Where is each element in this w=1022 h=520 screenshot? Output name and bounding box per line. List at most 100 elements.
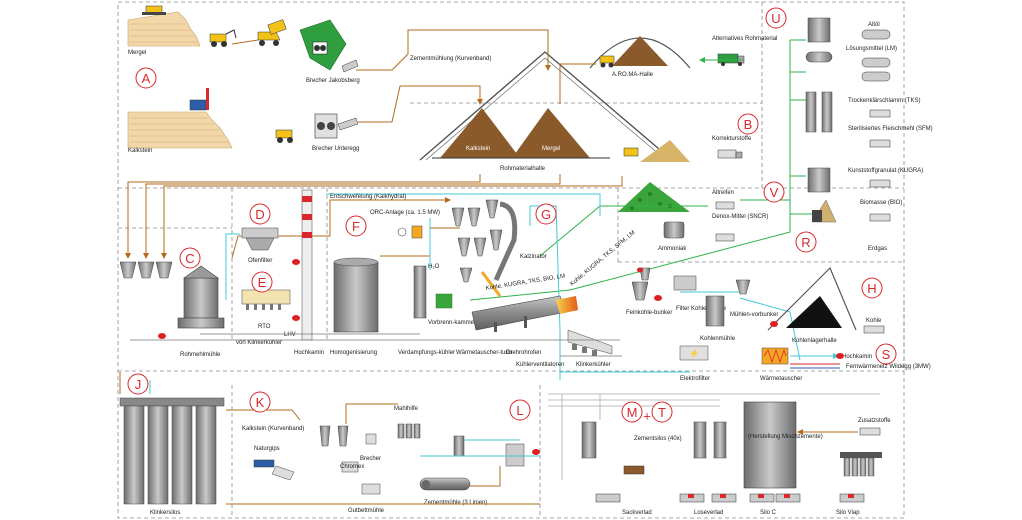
heat-point-markers: [158, 259, 844, 455]
klinkerkuehler: Kühlerventilatoren Klinkerkühler: [516, 329, 613, 368]
coal-section: Feinkohle-bunker Filter Kohlenmühle Kohl…: [626, 266, 885, 344]
raw-mill-hoppers: [119, 261, 173, 279]
zone-letter: L: [516, 403, 523, 418]
label-chromex: Chromex: [340, 464, 364, 470]
zone-letter: G: [541, 207, 551, 222]
label-klinkerkuehler: Klinkerkühler: [576, 362, 611, 368]
label-alternatives-rohmaterial: Alternatives Rohmaterial: [712, 36, 777, 42]
label-vorbrennkammer: Vorbrenn-kammer: [428, 320, 476, 326]
label-sackverlad: Sackverlad: [622, 510, 652, 516]
label-rohmehlmuehle: Rohmehlmühle: [180, 352, 221, 358]
label-verdampfungskuehler: Verdampfungs-kühler: [398, 350, 455, 356]
label-zementmuehlung: Zementmühlung (Kurvenband): [410, 56, 491, 62]
label-bin-kalkstein: Kalkstein: [466, 146, 490, 152]
zone-letter: B: [744, 117, 753, 132]
label-korrekturstoffe: Korrekturstoffe: [712, 136, 752, 142]
label-tks: Trockenklärschlamm (TKS): [848, 98, 920, 104]
zone-letter: H: [867, 281, 876, 296]
loader-icon: [209, 29, 237, 47]
label-kuehlerventilatoren: Kühlerventilatoren: [516, 362, 564, 368]
zone-letter: S: [882, 347, 891, 362]
label-waermetauscher: Wärmetauscher: [760, 376, 802, 382]
label-kugra: Kunststoffgranulat (KUGRA): [848, 168, 923, 174]
zone-marker-k: K: [249, 391, 271, 413]
district-heat-lines: [790, 353, 840, 369]
label-zusatzstoffe: Zusatzstoffe: [858, 418, 891, 424]
label-zementsilos: Zementsilos (40x): [634, 436, 682, 442]
label-hochkamin-s: Hochkamin: [842, 354, 872, 360]
crusher-unteregg-icon: [314, 113, 359, 139]
aroma-loader-icon: [599, 55, 615, 68]
label-von-klinkerkuehler: von Klinkerkühler: [236, 340, 282, 346]
label-muehlenvorbunker: Mühlen-vorbunker: [730, 312, 778, 318]
label-ofenfilter: Ofenfilter: [248, 258, 272, 264]
rotary-kiln: Drehrohrofen: [471, 295, 578, 356]
altreifen-pile: [618, 182, 690, 212]
vorbrennkammer: Vorbrenn-kammer: [428, 293, 476, 326]
truck-korrektur-icon: [717, 149, 743, 159]
cement-mill-section: Kalkstein (Kurvenband) Naturgips Brecher…: [242, 406, 525, 514]
label-fernwaermenetz: Fernwärmenetz Wildegg (3MW): [846, 364, 931, 370]
zone-letter: U: [771, 11, 780, 26]
zone-marker-r: R: [795, 231, 817, 253]
label-loesungsmittel: Lösungsmittel (LM): [846, 46, 897, 52]
label-fuel-line-2: Kohle, KUGRA, TKS, SFM, LM: [569, 230, 636, 288]
label-brecher: Brecher: [360, 456, 381, 462]
label-elektrofilter: Elektrofilter: [680, 376, 710, 382]
zone-letter: A: [142, 71, 151, 86]
zone-a-quarry: Mergel Brecher Jakobsberg Ka: [127, 5, 360, 154]
klinkersilos: Klinkersilos: [119, 397, 225, 516]
label-sfm: Sterilisiertes Fleischmehl (SFM): [848, 126, 933, 132]
truck-denox-icon: [715, 233, 735, 242]
label-loseverlad: Loseverlad: [694, 510, 723, 516]
zone-marker-g: G: [535, 203, 557, 225]
label-rto: RTO: [258, 324, 271, 330]
cyan-mill-lines: [420, 439, 540, 457]
zone-letter: T: [658, 405, 666, 420]
hochkamin-stack: Hochkamin: [294, 189, 324, 356]
zone-marker-j: J: [127, 373, 149, 395]
label-ammoniak: Ammoniak: [658, 246, 687, 252]
zone-marker-a: A: [135, 67, 157, 89]
brown-material-lines: [119, 29, 623, 394]
aroma-hall: A.RO.MA-Halle: [589, 36, 691, 78]
label-brecher-jakobsberg: Brecher Jakobsberg: [306, 78, 360, 84]
label-biomasse: Biomasse (BIO): [860, 200, 902, 206]
korrekturstoffe-pile: [623, 140, 690, 162]
label-kohlenlagerhalle: Kohlenlagerhalle: [792, 338, 837, 344]
brown-mill-lines: [226, 403, 540, 505]
wheel-loader-icon: [275, 129, 293, 143]
zone-marker-l: L: [509, 399, 531, 421]
waermetauscher: Wärmetauscher: [760, 347, 802, 382]
zone-letter: V: [770, 185, 779, 200]
label-brecher-unteregg: Brecher Unteregg: [312, 146, 359, 152]
orc-anlage: ORC-Anlage (ca. 1.5 MW): [370, 210, 440, 239]
label-kalkstein-kurvenband: Kalkstein (Kurvenband): [242, 426, 304, 432]
zone-marker-h: H: [861, 277, 883, 299]
grey-process-lines: [130, 333, 622, 357]
label-orc: ORC-Anlage (ca. 1.5 MW): [370, 210, 440, 216]
label-bin-mergel: Mergel: [542, 146, 560, 152]
ofenfilter: Ofenfilter: [241, 227, 279, 264]
zone-marker-u: U: [765, 7, 787, 29]
zone-letter: J: [135, 377, 142, 392]
zone-marker-d: D: [249, 203, 271, 225]
label-lhv: LHV: [284, 332, 296, 338]
label-kalkstein: Kalkstein: [128, 148, 152, 154]
zone-plus: +: [643, 409, 651, 424]
label-h2o: H₂O: [428, 264, 440, 270]
zone-marker-f: F: [345, 215, 367, 237]
zone-letter: R: [801, 235, 810, 250]
truck-altreifen-icon: [715, 201, 735, 210]
label-mahlhilfe: Mahlhilfe: [394, 406, 419, 412]
svg-text:⚡: ⚡: [689, 348, 699, 358]
zone-marker-t: T: [651, 401, 673, 423]
homogenisierung-silo: Homogenisierung: [330, 257, 379, 356]
label-altreifen: Altreifen: [712, 190, 734, 196]
label-klinkersilos: Klinkersilos: [150, 510, 180, 516]
cement-mill-drum: [419, 477, 471, 491]
zone-marker-v: V: [763, 181, 785, 203]
